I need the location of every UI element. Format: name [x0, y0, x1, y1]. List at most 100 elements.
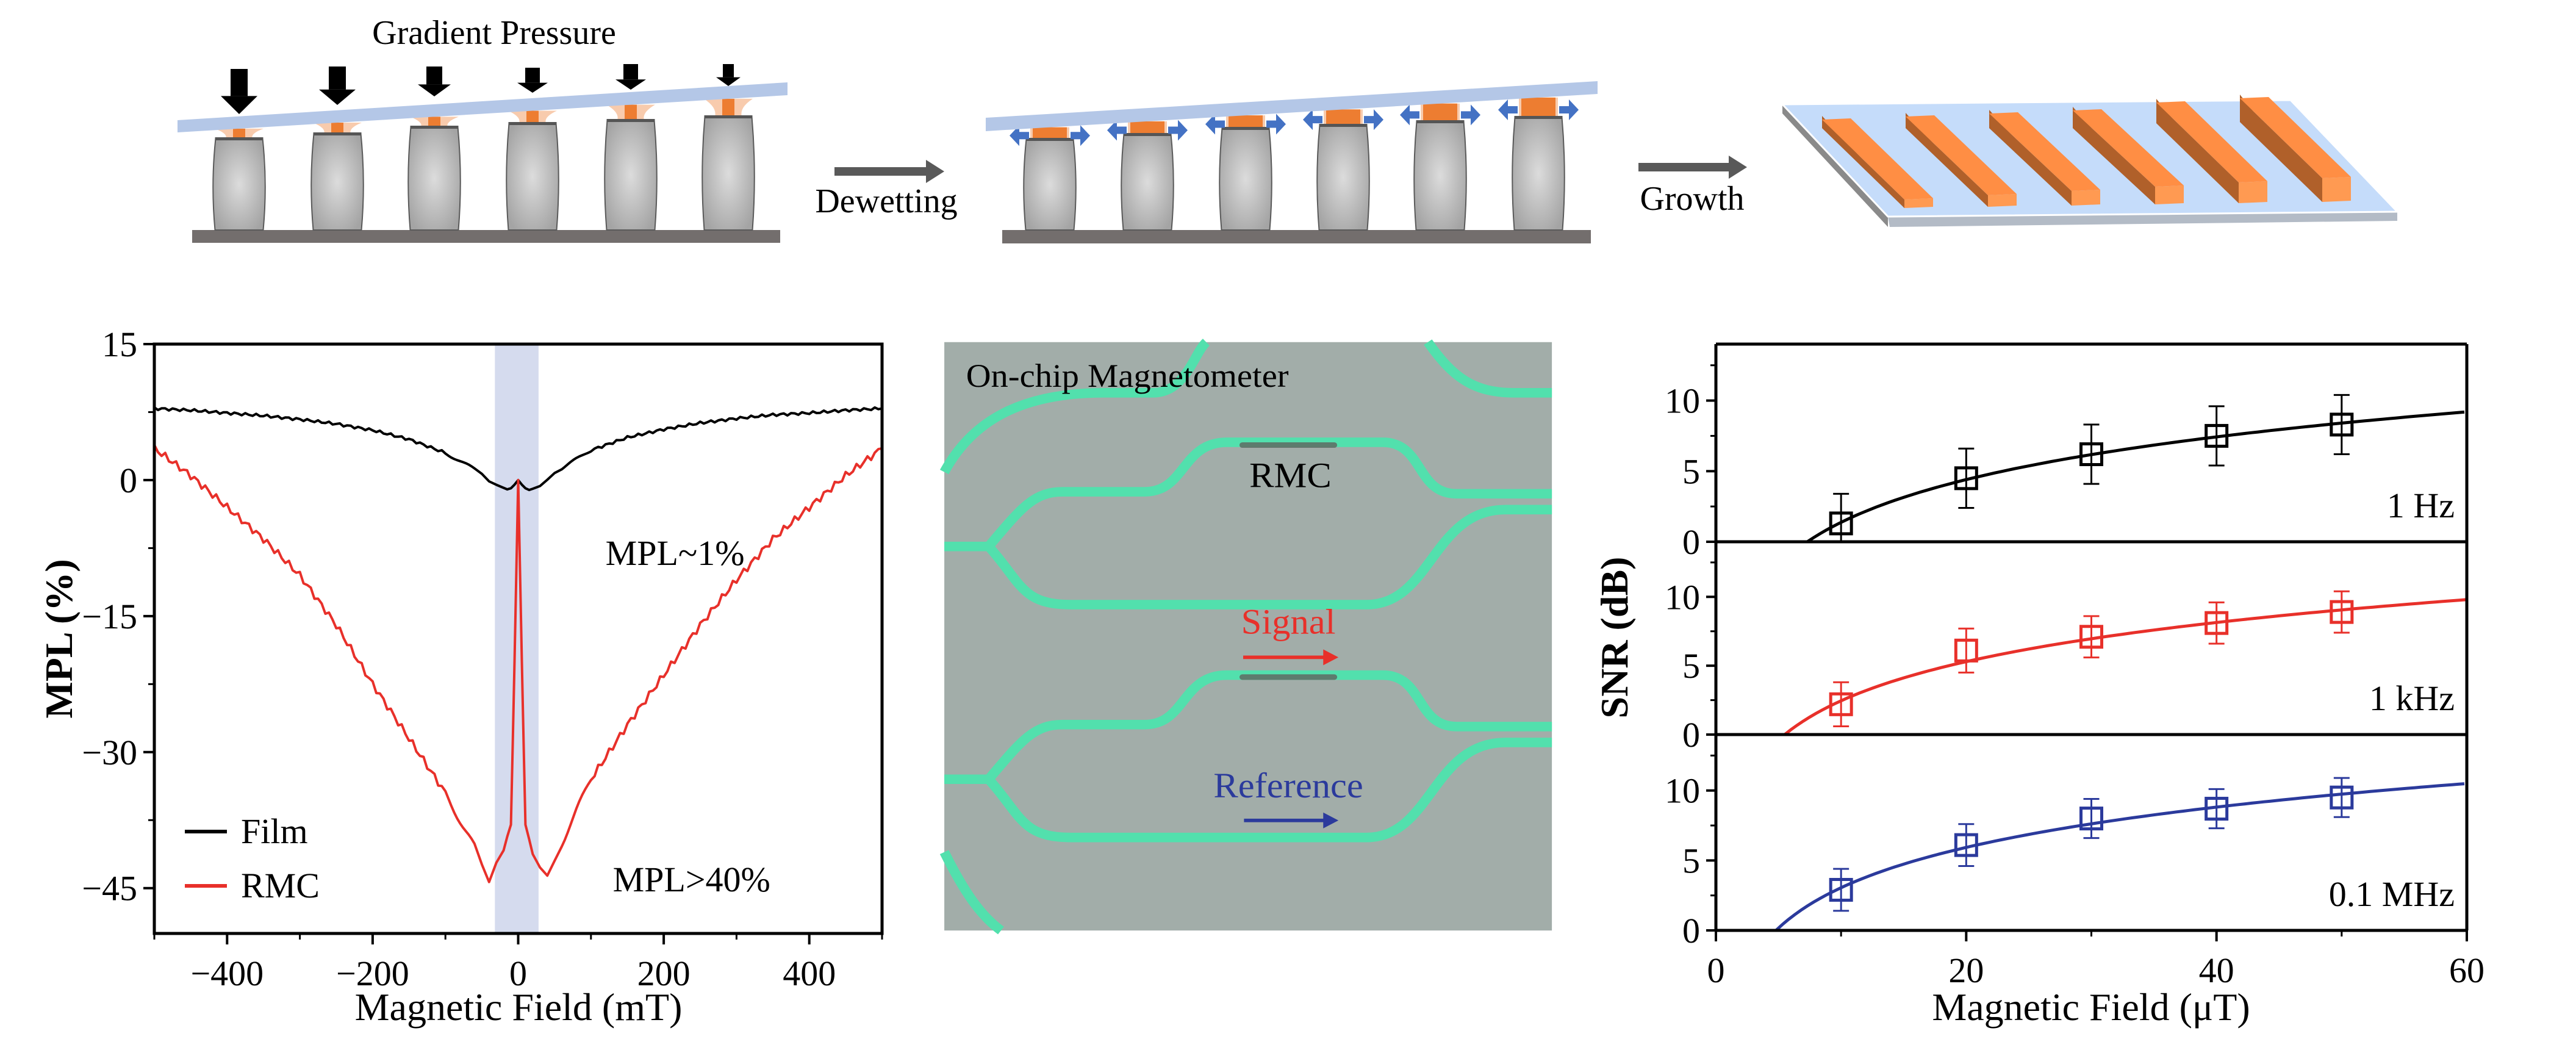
data-point-square: [1829, 692, 1853, 716]
pillar-cap: [508, 122, 557, 125]
waveguide: [939, 850, 1004, 935]
y-tick-label: 0: [120, 461, 137, 500]
data-point-square: [2330, 785, 2354, 810]
fit-curve: [1784, 598, 2467, 736]
dewetting-arrow-left-icon: [1303, 109, 1322, 131]
dewetting-stage: [986, 81, 1598, 243]
x-axis-label: Magnetic Field (μT): [1932, 985, 2250, 1029]
y-tick-label: 5: [1682, 646, 1700, 686]
crystal-block: [1521, 97, 1555, 117]
y-tick-label: 10: [1665, 381, 1700, 421]
waveguide: [985, 505, 1552, 609]
nanowire-end: [2072, 190, 2100, 206]
dewetting-label: Dewetting: [815, 182, 957, 220]
crystal-block: [1423, 103, 1457, 121]
crystal-neck: [625, 104, 637, 120]
y-axis-label: SNR (dB): [1593, 557, 1636, 719]
pressure-arrowhead-icon: [716, 77, 741, 86]
dewetting-arrow-right-icon: [1364, 109, 1383, 131]
pillar-cap: [1221, 127, 1270, 130]
pillar-cap: [606, 119, 655, 122]
y-tick-label: 0: [1682, 715, 1700, 755]
annotation-label: MPL>40%: [613, 860, 770, 899]
pressure-arrow-icon: [426, 67, 442, 85]
data-point-square: [2330, 600, 2354, 624]
data-point-square: [2330, 412, 2354, 437]
waveguide-rmc-arm: [944, 437, 1552, 552]
x-tick-label: 400: [783, 954, 836, 993]
pillar: [1316, 124, 1370, 231]
panel-frequency-label: 1 kHz: [2369, 678, 2455, 718]
pillar-cap: [1319, 124, 1368, 127]
nanowire-end: [2322, 177, 2351, 202]
magnetometer-micrograph: On-chip Magnetometer RMC Signal Referenc…: [939, 339, 1552, 935]
data-point-square: [2079, 442, 2103, 467]
dewetting-arrow-right-icon: [1461, 104, 1480, 126]
nanowire-top: [1989, 112, 2100, 191]
nanowire-top: [2240, 97, 2351, 178]
waveguide: [1424, 339, 1552, 398]
pillar: [1219, 128, 1272, 231]
crystal-neck: [526, 110, 539, 123]
data-point-square: [1829, 511, 1853, 536]
waveguide: [939, 339, 1210, 475]
pressure-arrow-icon: [329, 67, 346, 90]
dewetting-arrow-left-icon: [1498, 99, 1518, 120]
micrograph-title: On-chip Magnetometer: [966, 358, 1289, 395]
reference-arrow-icon: [1244, 812, 1339, 829]
nanowire-side: [1822, 120, 1904, 208]
pressure-arrowhead-icon: [221, 96, 257, 114]
pillar-cap: [313, 132, 362, 135]
pillar-cap: [1123, 133, 1172, 136]
annotation-label: MPL~1%: [606, 533, 745, 573]
pillar: [407, 126, 461, 231]
substrate-base: [1002, 230, 1591, 243]
x-tick-label: 0: [509, 954, 527, 993]
nanowire-side: [1906, 117, 1988, 207]
data-point-square: [2205, 797, 2229, 821]
pillar: [1023, 138, 1077, 231]
nanowire-top: [2156, 101, 2267, 182]
y-axis-label: MPL (%): [37, 559, 81, 718]
y-tick-label: 10: [1665, 577, 1700, 617]
y-tick-label: 0: [1682, 522, 1700, 562]
platform-side-left: [1782, 104, 1888, 227]
y-tick-label: −15: [82, 597, 137, 636]
substrate-base: [192, 230, 780, 243]
panel-frequency-label: 1 Hz: [2387, 486, 2455, 525]
pillar-cap: [1416, 120, 1465, 123]
waveguide-signal-arm: [944, 670, 1552, 785]
y-tick-label: 10: [1665, 771, 1700, 811]
pressure-arrow-icon: [723, 64, 734, 77]
pressure-arrowhead-icon: [615, 79, 646, 90]
nanowire-side: [2156, 102, 2239, 203]
y-tick-label: 0: [1682, 911, 1700, 951]
x-axis-label: Magnetic Field (mT): [355, 985, 683, 1029]
reference-label: Reference: [1213, 766, 1363, 805]
crystal-neck: [722, 98, 734, 117]
legend-label-rmc: RMC: [241, 866, 320, 905]
x-tick-label: 20: [1948, 951, 1984, 990]
legend-label-film: Film: [241, 811, 308, 851]
nanowire-top: [1822, 118, 1933, 200]
template-plate: [178, 82, 788, 132]
pillar: [506, 123, 559, 231]
waveguides: [939, 339, 1552, 935]
data-point-square: [1954, 833, 1978, 857]
nanowire-end: [2155, 185, 2184, 204]
y-tick-label: 5: [1682, 841, 1700, 880]
x-tick-label: −400: [190, 954, 264, 993]
nanowire-end: [2239, 181, 2267, 203]
x-tick-label: 0: [1707, 951, 1725, 990]
x-tick-label: 200: [637, 954, 691, 993]
dewetting-arrow-right-icon: [1168, 120, 1188, 141]
snr-panel-1khz: 0 5 10 1 kHz: [1665, 542, 2469, 755]
x-tick-label: −200: [336, 954, 409, 993]
pressure-arrowhead-icon: [517, 82, 548, 93]
waveguide-reference-arm: [985, 738, 1552, 843]
pillar: [1512, 117, 1565, 231]
pressure-arrowhead-icon: [319, 89, 356, 105]
highlight-band: [495, 344, 539, 933]
growth-arrow-icon: [1638, 156, 1747, 179]
